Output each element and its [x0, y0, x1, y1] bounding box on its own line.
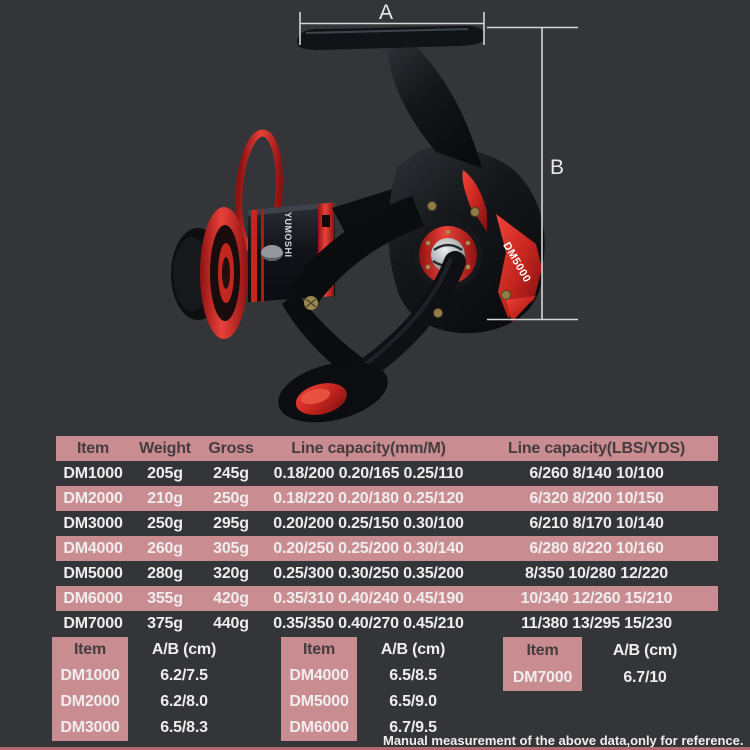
- cell-gross: 305g: [213, 539, 249, 557]
- spec-table-header-row: Item Weight Gross Line capacity(mm/M) Li…: [56, 436, 718, 461]
- cell-weight: 375g: [147, 614, 183, 632]
- cell-ab: 6.7/9.5: [389, 719, 437, 736]
- cell-ab: 6.7/10: [623, 668, 667, 686]
- spec-header-weight: Weight: [139, 439, 191, 457]
- cell-gross: 320g: [213, 564, 249, 582]
- spec-header-item: Item: [76, 439, 110, 457]
- cell-ab: 6.2/7.5: [160, 667, 208, 684]
- cell-weight: 280g: [147, 564, 183, 582]
- cell-line-lbs: 6/210 8/170 10/140: [529, 514, 664, 532]
- size-header-item: Item: [281, 637, 357, 663]
- size-header-ab: A/B (cm): [380, 641, 446, 658]
- cell-weight: 355g: [147, 589, 183, 607]
- spec-table: Item Weight Gross Line capacity(mm/M) Li…: [56, 436, 718, 636]
- reel-red-accents: DM5000: [462, 170, 542, 322]
- cell-gross: 250g: [213, 489, 249, 507]
- cell-item: DM1000: [63, 464, 123, 482]
- cell-line-mm: 0.25/300 0.30/250 0.35/200: [273, 564, 464, 582]
- reel-rotor-arm: [282, 196, 424, 380]
- reel-handle: [278, 251, 466, 423]
- cell-ab: 6.5/9.0: [389, 693, 437, 710]
- cell-item: DM5000: [63, 564, 123, 582]
- cell-line-lbs: 10/340 12/260 15/210: [520, 589, 673, 607]
- cell-weight: 205g: [147, 464, 183, 482]
- reel-spool-skirt: [200, 207, 248, 339]
- cell-line-mm: 0.35/350 0.40/270 0.45/210: [273, 614, 464, 632]
- cell-gross: 440g: [213, 614, 249, 632]
- table-row: DM3000 250g 295g 0.20/200 0.25/150 0.30/…: [56, 511, 718, 536]
- cell-line-lbs: 6/280 8/220 10/160: [529, 539, 664, 557]
- cell-item: DM5000: [281, 689, 357, 715]
- cell-gross: 295g: [213, 514, 249, 532]
- table-row: DM1000 205g 245g 0.18/200 0.20/165 0.25/…: [56, 461, 718, 486]
- spool-clicker-button: [261, 245, 283, 261]
- cell-item: DM7000: [63, 614, 123, 632]
- size-table-1: Item A/B (cm) DM1000 6.2/7.5 DM2000 6.2/…: [52, 637, 240, 741]
- size-header-item: Item: [52, 637, 128, 663]
- cell-ab: 6.2/8.0: [160, 693, 208, 710]
- cell-gross: 420g: [213, 589, 249, 607]
- dimension-lines: [299, 12, 578, 321]
- cell-item: DM6000: [281, 715, 357, 741]
- reel-dimension-diagram: YUMOSHI DM5000: [171, 1, 578, 423]
- cell-item: DM2000: [63, 489, 123, 507]
- size-table-3: Item A/B (cm) DM7000 6.7/10: [503, 637, 708, 691]
- cell-line-lbs: 6/320 8/200 10/150: [529, 489, 664, 507]
- cell-gross: 245g: [213, 464, 249, 482]
- cell-line-mm: 0.20/200 0.25/150 0.30/100: [273, 514, 464, 532]
- cell-line-mm: 0.35/310 0.40/240 0.45/190: [273, 589, 464, 607]
- cell-line-mm: 0.18/200 0.20/165 0.25/110: [273, 464, 464, 482]
- spec-header-gross: Gross: [208, 439, 254, 457]
- table-row: DM6000 355g 420g 0.35/310 0.40/240 0.45/…: [56, 586, 718, 611]
- cell-item: DM3000: [63, 514, 123, 532]
- size-header-ab: A/B (cm): [151, 641, 217, 658]
- cell-item: DM6000: [63, 589, 123, 607]
- cell-weight: 260g: [147, 539, 183, 557]
- spec-header-line-mm: Line capacity(mm/M): [291, 439, 446, 457]
- footnote: Manual measurement of the above data,onl…: [383, 733, 744, 748]
- cell-ab: 6.5/8.3: [160, 719, 208, 736]
- cell-ab: 6.5/8.5: [389, 667, 437, 684]
- size-header-item: Item: [503, 637, 582, 664]
- reel-brand-text: YUMOSHI: [283, 212, 293, 258]
- cell-line-mm: 0.20/250 0.25/200 0.30/140: [273, 539, 464, 557]
- cell-line-lbs: 11/380 13/295 15/230: [521, 614, 672, 632]
- cell-line-mm: 0.18/220 0.20/180 0.25/120: [273, 489, 464, 507]
- screws: [427, 201, 511, 318]
- cell-line-lbs: 6/260 8/140 10/100: [529, 464, 664, 482]
- dimension-label-b: B: [550, 156, 564, 179]
- cell-item: DM2000: [52, 689, 128, 715]
- cell-item: DM3000: [52, 715, 128, 741]
- reel-foot: [297, 25, 486, 50]
- table-row: DM2000 210g 250g 0.18/220 0.20/180 0.25/…: [56, 486, 718, 511]
- cell-item: DM7000: [503, 664, 582, 691]
- cell-weight: 210g: [147, 489, 183, 507]
- bottom-accent-strip: [0, 747, 750, 750]
- table-row: DM5000 280g 320g 0.25/300 0.30/250 0.35/…: [56, 561, 718, 586]
- size-table-2: Item A/B (cm) DM4000 6.5/8.5 DM5000 6.5/…: [281, 637, 469, 741]
- reel-stem: [386, 44, 482, 168]
- cell-item: DM1000: [52, 663, 128, 689]
- cell-item: DM4000: [63, 539, 123, 557]
- cell-line-lbs: 8/350 10/280 12/220: [524, 564, 668, 582]
- dimension-label-a: A: [379, 1, 393, 24]
- size-header-ab: A/B (cm): [612, 641, 678, 659]
- reel-handle-knob: [278, 361, 388, 423]
- cell-weight: 250g: [147, 514, 183, 532]
- spec-header-line-lbs: Line capacity(LBS/YDS): [508, 439, 685, 457]
- table-row: DM4000 260g 305g 0.20/250 0.25/200 0.30/…: [56, 536, 718, 561]
- cell-item: DM4000: [281, 663, 357, 689]
- table-row: DM7000 375g 440g 0.35/350 0.40/270 0.45/…: [56, 611, 718, 636]
